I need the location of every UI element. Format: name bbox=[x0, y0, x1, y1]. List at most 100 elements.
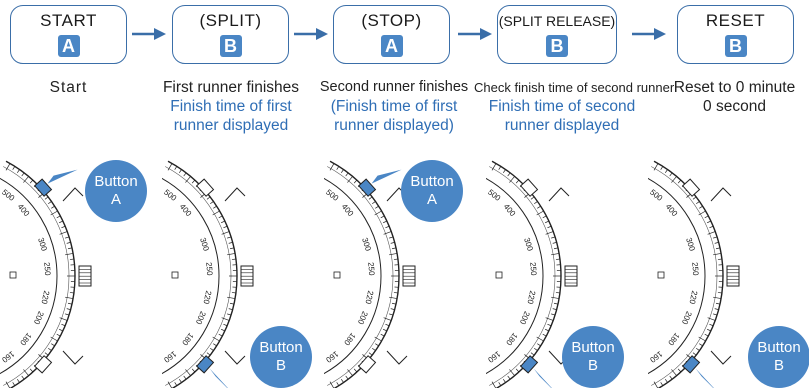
bezel-tick bbox=[227, 296, 236, 299]
step-title: RESET bbox=[705, 11, 766, 30]
bezel-tick bbox=[206, 196, 211, 200]
callout-label: Button bbox=[571, 339, 615, 356]
bezel-tick bbox=[228, 308, 233, 310]
bezel-tick bbox=[669, 375, 673, 380]
callout-pointer bbox=[47, 169, 78, 184]
bezel-tick bbox=[174, 382, 178, 386]
bezel-inner-ring bbox=[648, 177, 706, 375]
bezel-tick bbox=[713, 236, 718, 239]
bezel-tick bbox=[507, 375, 511, 380]
lug-bottom bbox=[224, 350, 246, 365]
bezel-tick bbox=[393, 258, 398, 260]
bezel-tick bbox=[5, 381, 11, 388]
step-stop-box: (STOP) A bbox=[333, 5, 450, 64]
bezel-tick bbox=[491, 381, 497, 388]
bezel-tick bbox=[713, 313, 718, 316]
caption-reset: Reset to 0 minute 0 second bbox=[660, 78, 809, 116]
scale-label: 500 bbox=[324, 188, 340, 204]
bezel-tick bbox=[178, 379, 182, 383]
bezel-tick bbox=[507, 172, 511, 177]
button-b-key: B bbox=[546, 35, 568, 57]
bezel-tick bbox=[368, 196, 373, 200]
bezel-tick bbox=[229, 302, 234, 305]
bezel-tick bbox=[29, 368, 34, 373]
bezel-tick bbox=[717, 258, 722, 260]
scale-label: 180 bbox=[18, 331, 34, 347]
callout-pointer bbox=[371, 169, 402, 184]
bezel-tick bbox=[227, 313, 232, 316]
bezel-tick bbox=[698, 336, 706, 342]
bezel-tick bbox=[183, 375, 187, 380]
bezel-tick bbox=[389, 296, 398, 299]
bezel-tick bbox=[228, 242, 233, 244]
scale-label: 500 bbox=[162, 188, 178, 204]
bezel-tick bbox=[669, 172, 673, 177]
bezel-tick bbox=[231, 258, 236, 260]
bezel-tick bbox=[48, 201, 52, 205]
date-window bbox=[9, 271, 17, 279]
bezel-tick bbox=[353, 179, 358, 184]
bezel-tick bbox=[372, 201, 376, 205]
bezel-tick bbox=[375, 343, 379, 347]
scale-label: 250 bbox=[690, 262, 700, 276]
caption-text: Reset to 0 minute bbox=[673, 79, 796, 96]
lug-top bbox=[548, 187, 570, 202]
scale-label: 400 bbox=[16, 202, 32, 218]
callout-label: Button bbox=[410, 173, 454, 190]
bezel-tick bbox=[227, 236, 232, 239]
bezel-tick bbox=[21, 375, 25, 380]
bezel-tick bbox=[178, 169, 182, 173]
caption-text: First runner finishes bbox=[162, 79, 300, 96]
lug-top bbox=[62, 187, 84, 202]
scale-label: 400 bbox=[664, 202, 680, 218]
bezel-tick bbox=[56, 333, 61, 337]
scale-label: 200 bbox=[32, 310, 46, 326]
caption-blue-line: Finish time of second bbox=[488, 98, 636, 115]
bezel-tick bbox=[653, 381, 659, 388]
button-b-key: B bbox=[724, 35, 747, 57]
step-title: (STOP) bbox=[361, 11, 422, 30]
caption-stop: Second runner finishes (Finish time of f… bbox=[314, 78, 474, 135]
bezel-tick bbox=[347, 176, 353, 183]
callout-key: A bbox=[426, 191, 437, 208]
bezel-tick bbox=[66, 242, 71, 244]
pusher-a bbox=[195, 178, 215, 197]
scale-label: 200 bbox=[680, 310, 694, 326]
bezel-tick bbox=[340, 169, 344, 173]
scale-label: 250 bbox=[42, 262, 52, 276]
bezel-tick bbox=[498, 166, 502, 170]
scale-label: 160 bbox=[648, 349, 664, 365]
scale-label: 160 bbox=[486, 349, 502, 365]
bezel-tick bbox=[545, 317, 554, 321]
caption-split: First runner finishes Finish time of fir… bbox=[150, 78, 312, 135]
bezel-tick bbox=[515, 179, 520, 184]
bezel-tick bbox=[213, 343, 217, 347]
bezel-tick bbox=[185, 369, 191, 376]
scale-label: 300 bbox=[522, 237, 535, 253]
bezel-tick bbox=[16, 379, 20, 383]
bezel-tick bbox=[537, 205, 541, 209]
bezel-tick bbox=[530, 352, 535, 356]
bezel-tick bbox=[671, 369, 677, 376]
bezel-tick bbox=[223, 225, 228, 229]
scale-label: 180 bbox=[180, 331, 196, 347]
bezel-tick bbox=[383, 220, 387, 224]
bezel-tick bbox=[551, 236, 556, 239]
lug-top bbox=[710, 187, 732, 202]
callout-pointer bbox=[209, 368, 228, 388]
bezel-tick bbox=[29, 179, 34, 184]
bezel-tick bbox=[374, 336, 382, 342]
caption-text: Check finish time of second runner bbox=[474, 80, 675, 95]
bezel-tick bbox=[210, 201, 214, 205]
bezel-tick bbox=[372, 347, 376, 351]
bezel-tick bbox=[553, 247, 558, 250]
caption-start: Start bbox=[10, 78, 127, 97]
caption-text: Second runner finishes bbox=[319, 79, 469, 95]
bezel-tick bbox=[212, 210, 220, 216]
bezel-tick bbox=[227, 253, 236, 256]
date-window bbox=[495, 271, 503, 279]
bezel-tick bbox=[347, 369, 353, 376]
